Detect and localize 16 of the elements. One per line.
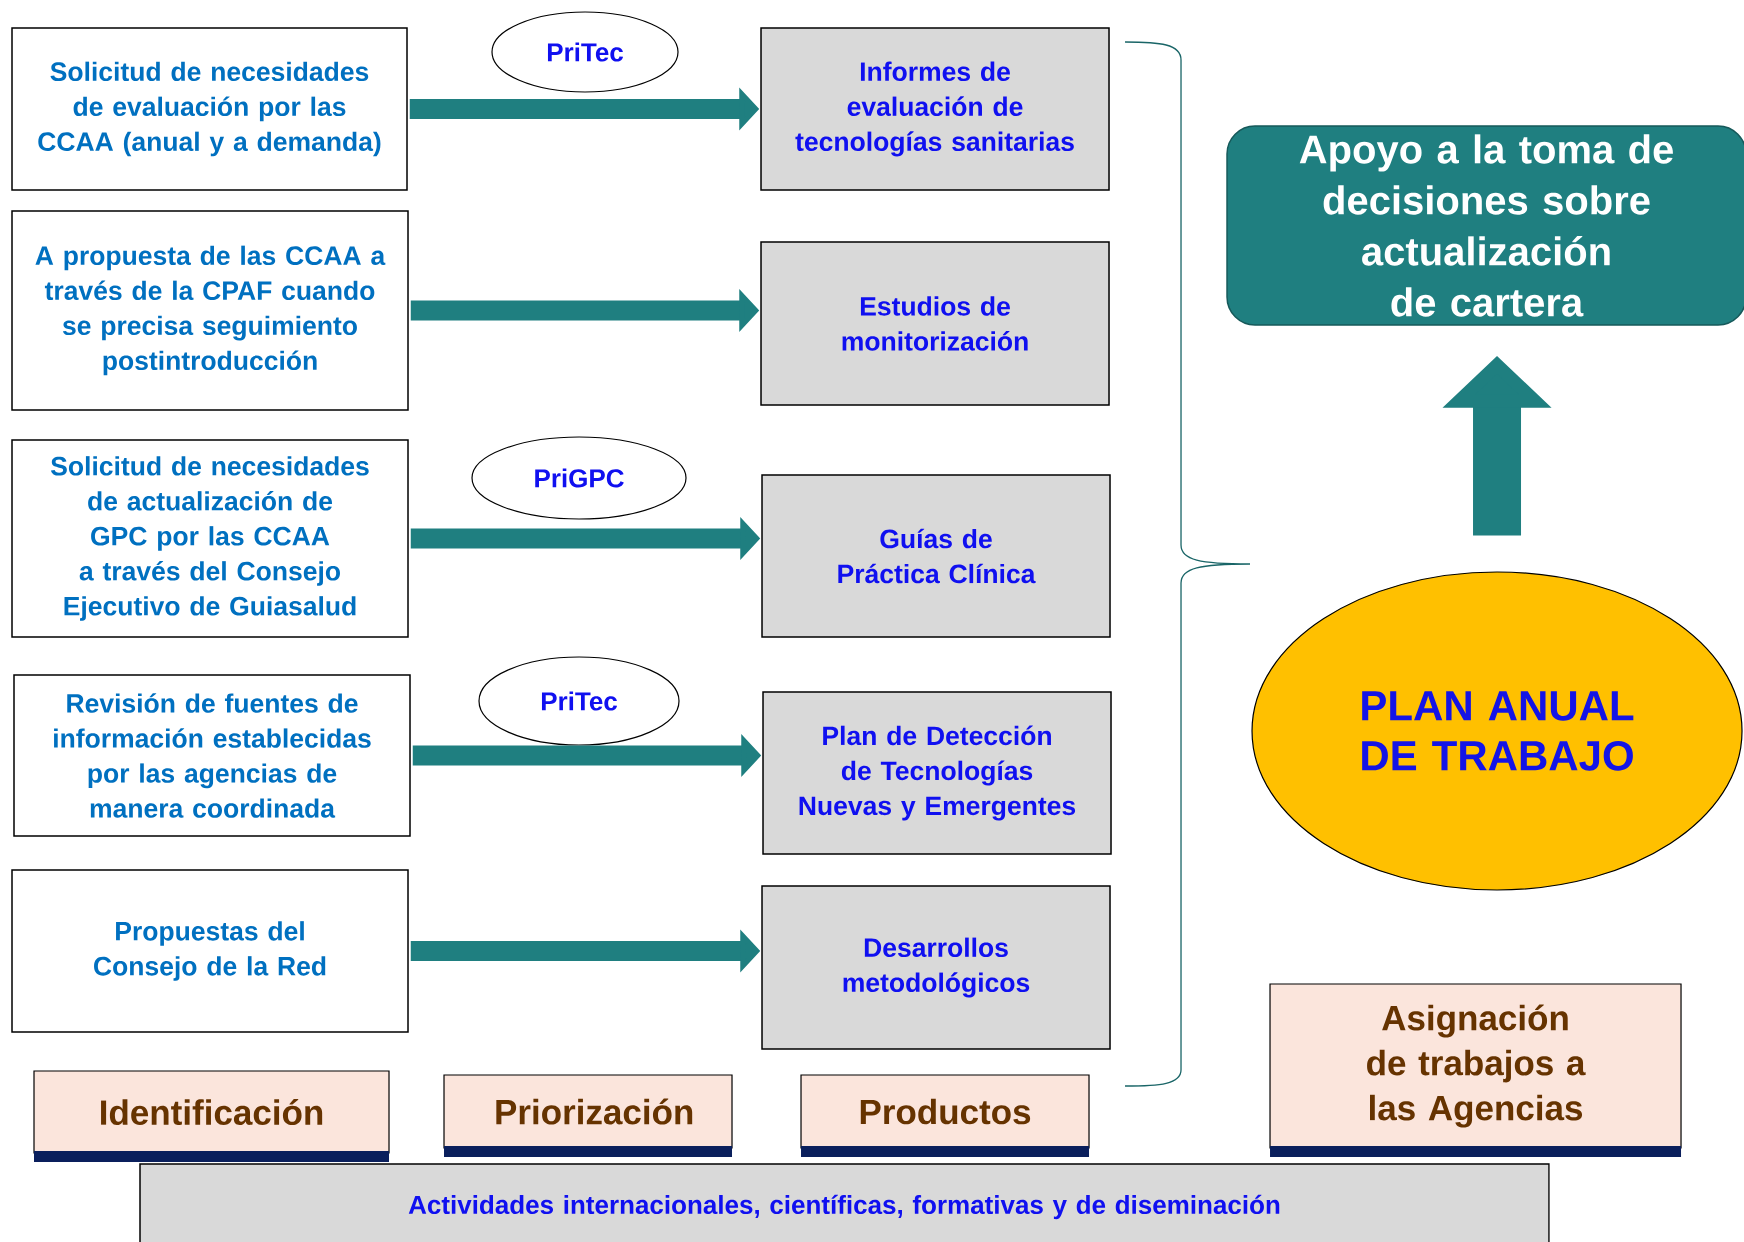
product-box: Guías de Práctica Clínica (761, 474, 1111, 638)
product-box: Estudios de monitorización (760, 241, 1110, 406)
activities-bar: Actividades internacionales, científicas, formativas y de diseminación (139, 1163, 1550, 1242)
product-box: Desarrollos metodológicos (761, 885, 1111, 1050)
source-box: Solicitud de necesidades de evaluación por las CCAA (anual y a demanda) (11, 27, 408, 191)
source-box: Solicitud de necesidades de actualización de GPC por las CCAA a través del Consejo Ejecutivo de Guiasalud (11, 439, 409, 638)
source-box: Propuestas del Consejo de la Red (11, 869, 409, 1033)
source-box: A propuesta de las CCAA a través de la CPAF cuando se precisa seguimiento postintroducción (11, 210, 409, 411)
stage-label: Productos (800, 1074, 1090, 1157)
product-box: Plan de Detección de Tecnologías Nuevas y Emergentes (762, 691, 1112, 855)
source-box: Revisión de fuentes de información establecidas por las agencias de manera coordinada (13, 674, 411, 837)
stage-label: Priorización (443, 1074, 733, 1157)
stage-label: Identificación (33, 1070, 390, 1162)
stage-label: Asignación de trabajos a las Agencias (1269, 983, 1682, 1157)
product-box: Informes de evaluación de tecnologías sanitarias (760, 27, 1110, 191)
goal-box: Apoyo a la toma de decisiones sobre actualización de cartera (1226, 125, 1744, 326)
